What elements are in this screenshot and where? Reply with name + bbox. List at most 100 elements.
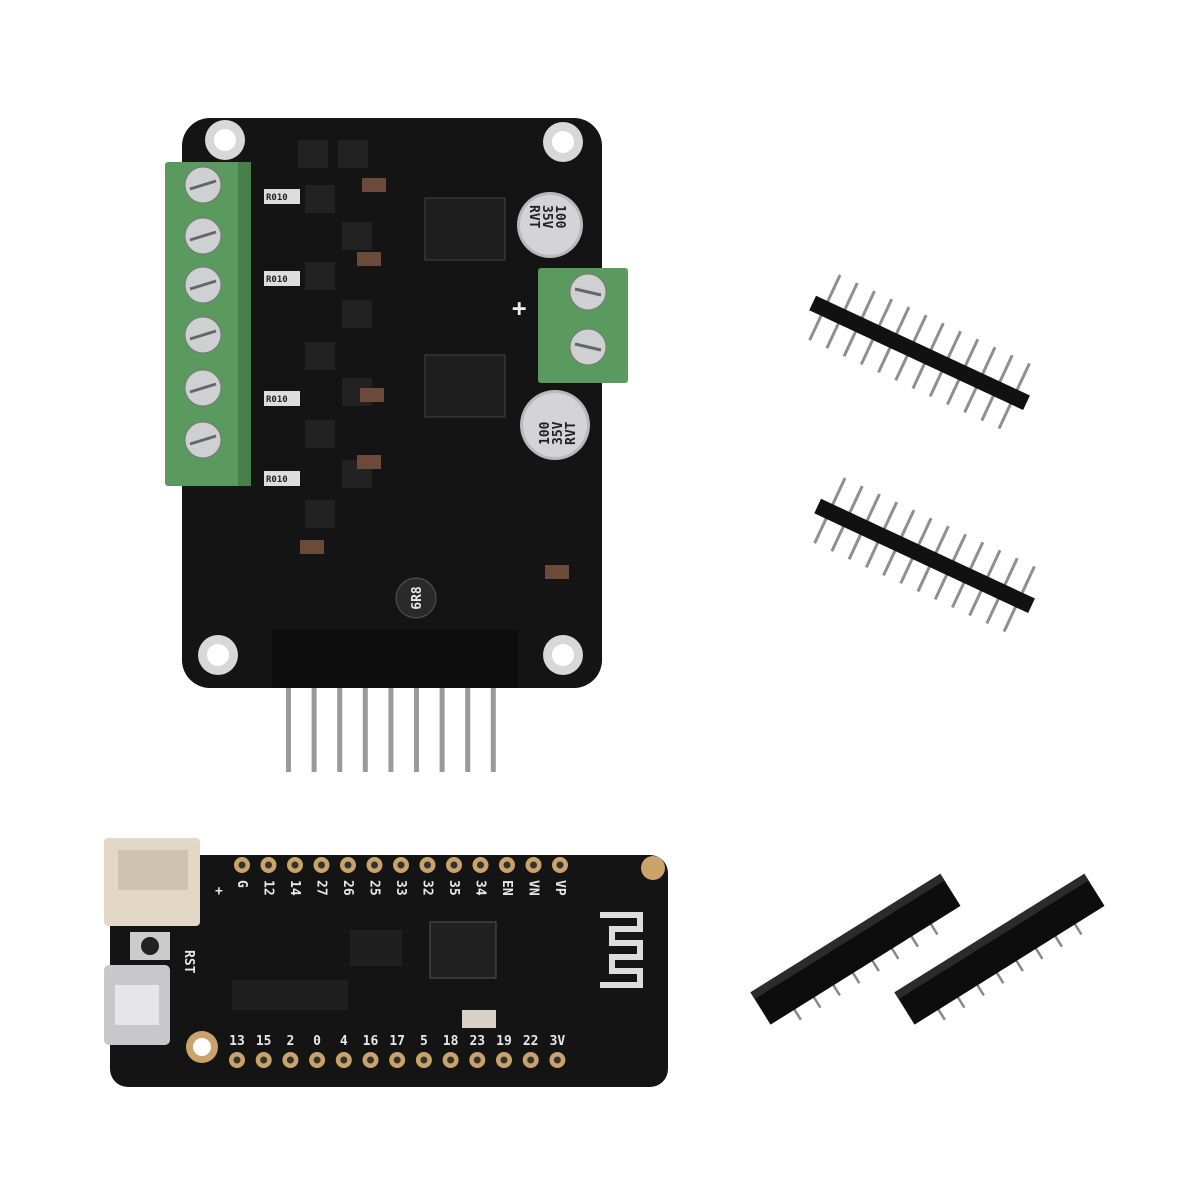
usb-serial-chip [232,980,348,1010]
pin-hole [447,1056,455,1064]
resistor [264,271,300,286]
smd-capacitor [357,252,381,266]
header-housing [809,295,1030,411]
header-leg [1033,946,1044,960]
pcb [110,855,668,1087]
mosfet [298,140,328,168]
mounting-hole-center [207,644,229,666]
capacitor-1: 100 35V RVT [517,192,583,258]
male-pin-header-2 [813,477,1036,633]
header-leg [850,970,861,984]
screw-slot [189,329,217,341]
reset-label: RST [181,950,196,974]
pin-hole [556,861,564,869]
smd-components [298,140,569,579]
pin-label: 25 [367,880,382,896]
smd-capacitor [357,455,381,469]
screw-slot [189,179,217,191]
resistor-label: R010 [266,475,288,485]
flash-chip [350,930,402,966]
mosfet [305,262,335,290]
smd-capacitor [360,388,384,402]
header-leg [1072,921,1083,936]
pin-hole [344,861,352,869]
pin-hole [393,1056,401,1064]
pin-hole [340,1056,348,1064]
pin-hole [450,861,458,869]
pin-label: 27 [314,880,329,896]
mosfet [305,420,335,448]
pin-hole [265,861,272,869]
pin-hole [500,1056,508,1064]
pin-label: VN [526,880,541,896]
terminal-screws-2 [569,273,607,366]
pin-hole [420,1056,428,1064]
usb-opening [115,985,159,1025]
smd-capacitor [545,565,569,579]
resistor-label: R010 [266,193,288,203]
mosfet [338,140,368,168]
female-header-2 [894,873,1105,1025]
pin-label: VP [552,880,567,896]
header-leg [975,982,985,997]
screw-slot [189,434,217,446]
screw-slot [574,342,602,352]
mounting-hole [641,856,665,880]
reset-button-cap [141,937,159,955]
inductor-label: 6R8 [410,586,425,610]
header-top [894,873,1089,1000]
pin-label: 33 [393,880,408,896]
male-pin-header-1 [808,274,1031,430]
header-leg [870,958,880,972]
header-leg [1053,934,1063,948]
screw-slot [574,287,602,297]
pin-hole [318,861,325,869]
terminal-screws [184,166,222,459]
mosfet [305,500,335,528]
pin-hole [553,1056,561,1064]
pin-label: 13 [229,1034,245,1049]
capacitor-label: RVT [526,205,541,229]
pin-label: 18 [443,1034,459,1049]
header-top [750,873,945,1000]
pin-hole [503,861,511,869]
mosfet [342,222,372,250]
pin-hole [473,1056,481,1064]
resistor-label: R010 [266,275,288,285]
pin-label: 2 [286,1034,294,1049]
pin-hole [367,1056,374,1064]
header-leg [955,995,966,1009]
resistor [264,391,300,406]
header-leg [831,982,841,997]
antenna-trace [600,912,643,988]
smd-capacitor [300,540,324,554]
capacitor-2: 100 35V RVT [520,390,590,460]
pin-hole [238,861,246,869]
header-leg [928,921,939,936]
pin-hole [424,861,431,869]
pin-hole [286,1056,294,1064]
mounting-hole-center [552,131,574,153]
mosfet [342,300,372,328]
pin-label: G [234,880,249,888]
mounting-hole-center [552,644,574,666]
pin-label: 15 [256,1034,272,1049]
motor-driver-board: + 100 35V RVT 100 35V RVT R010R010R010R0… [165,118,628,772]
pin-label: 34 [473,880,488,896]
pin-label: 4 [340,1034,348,1049]
pin-hole [291,861,299,869]
mounting-hole-center [193,1038,211,1056]
capacitor-label: RVT [564,421,579,445]
pin-label: 16 [363,1034,379,1049]
esp32-chip [429,921,497,979]
resistor-label: R010 [266,395,288,405]
mounting-hole-center [214,129,236,151]
pin-label: 35 [446,880,461,896]
header-housing [894,873,1105,1025]
pin-label: 3V [550,1034,566,1049]
header-leg [811,995,822,1009]
pin-label: 14 [287,880,302,896]
